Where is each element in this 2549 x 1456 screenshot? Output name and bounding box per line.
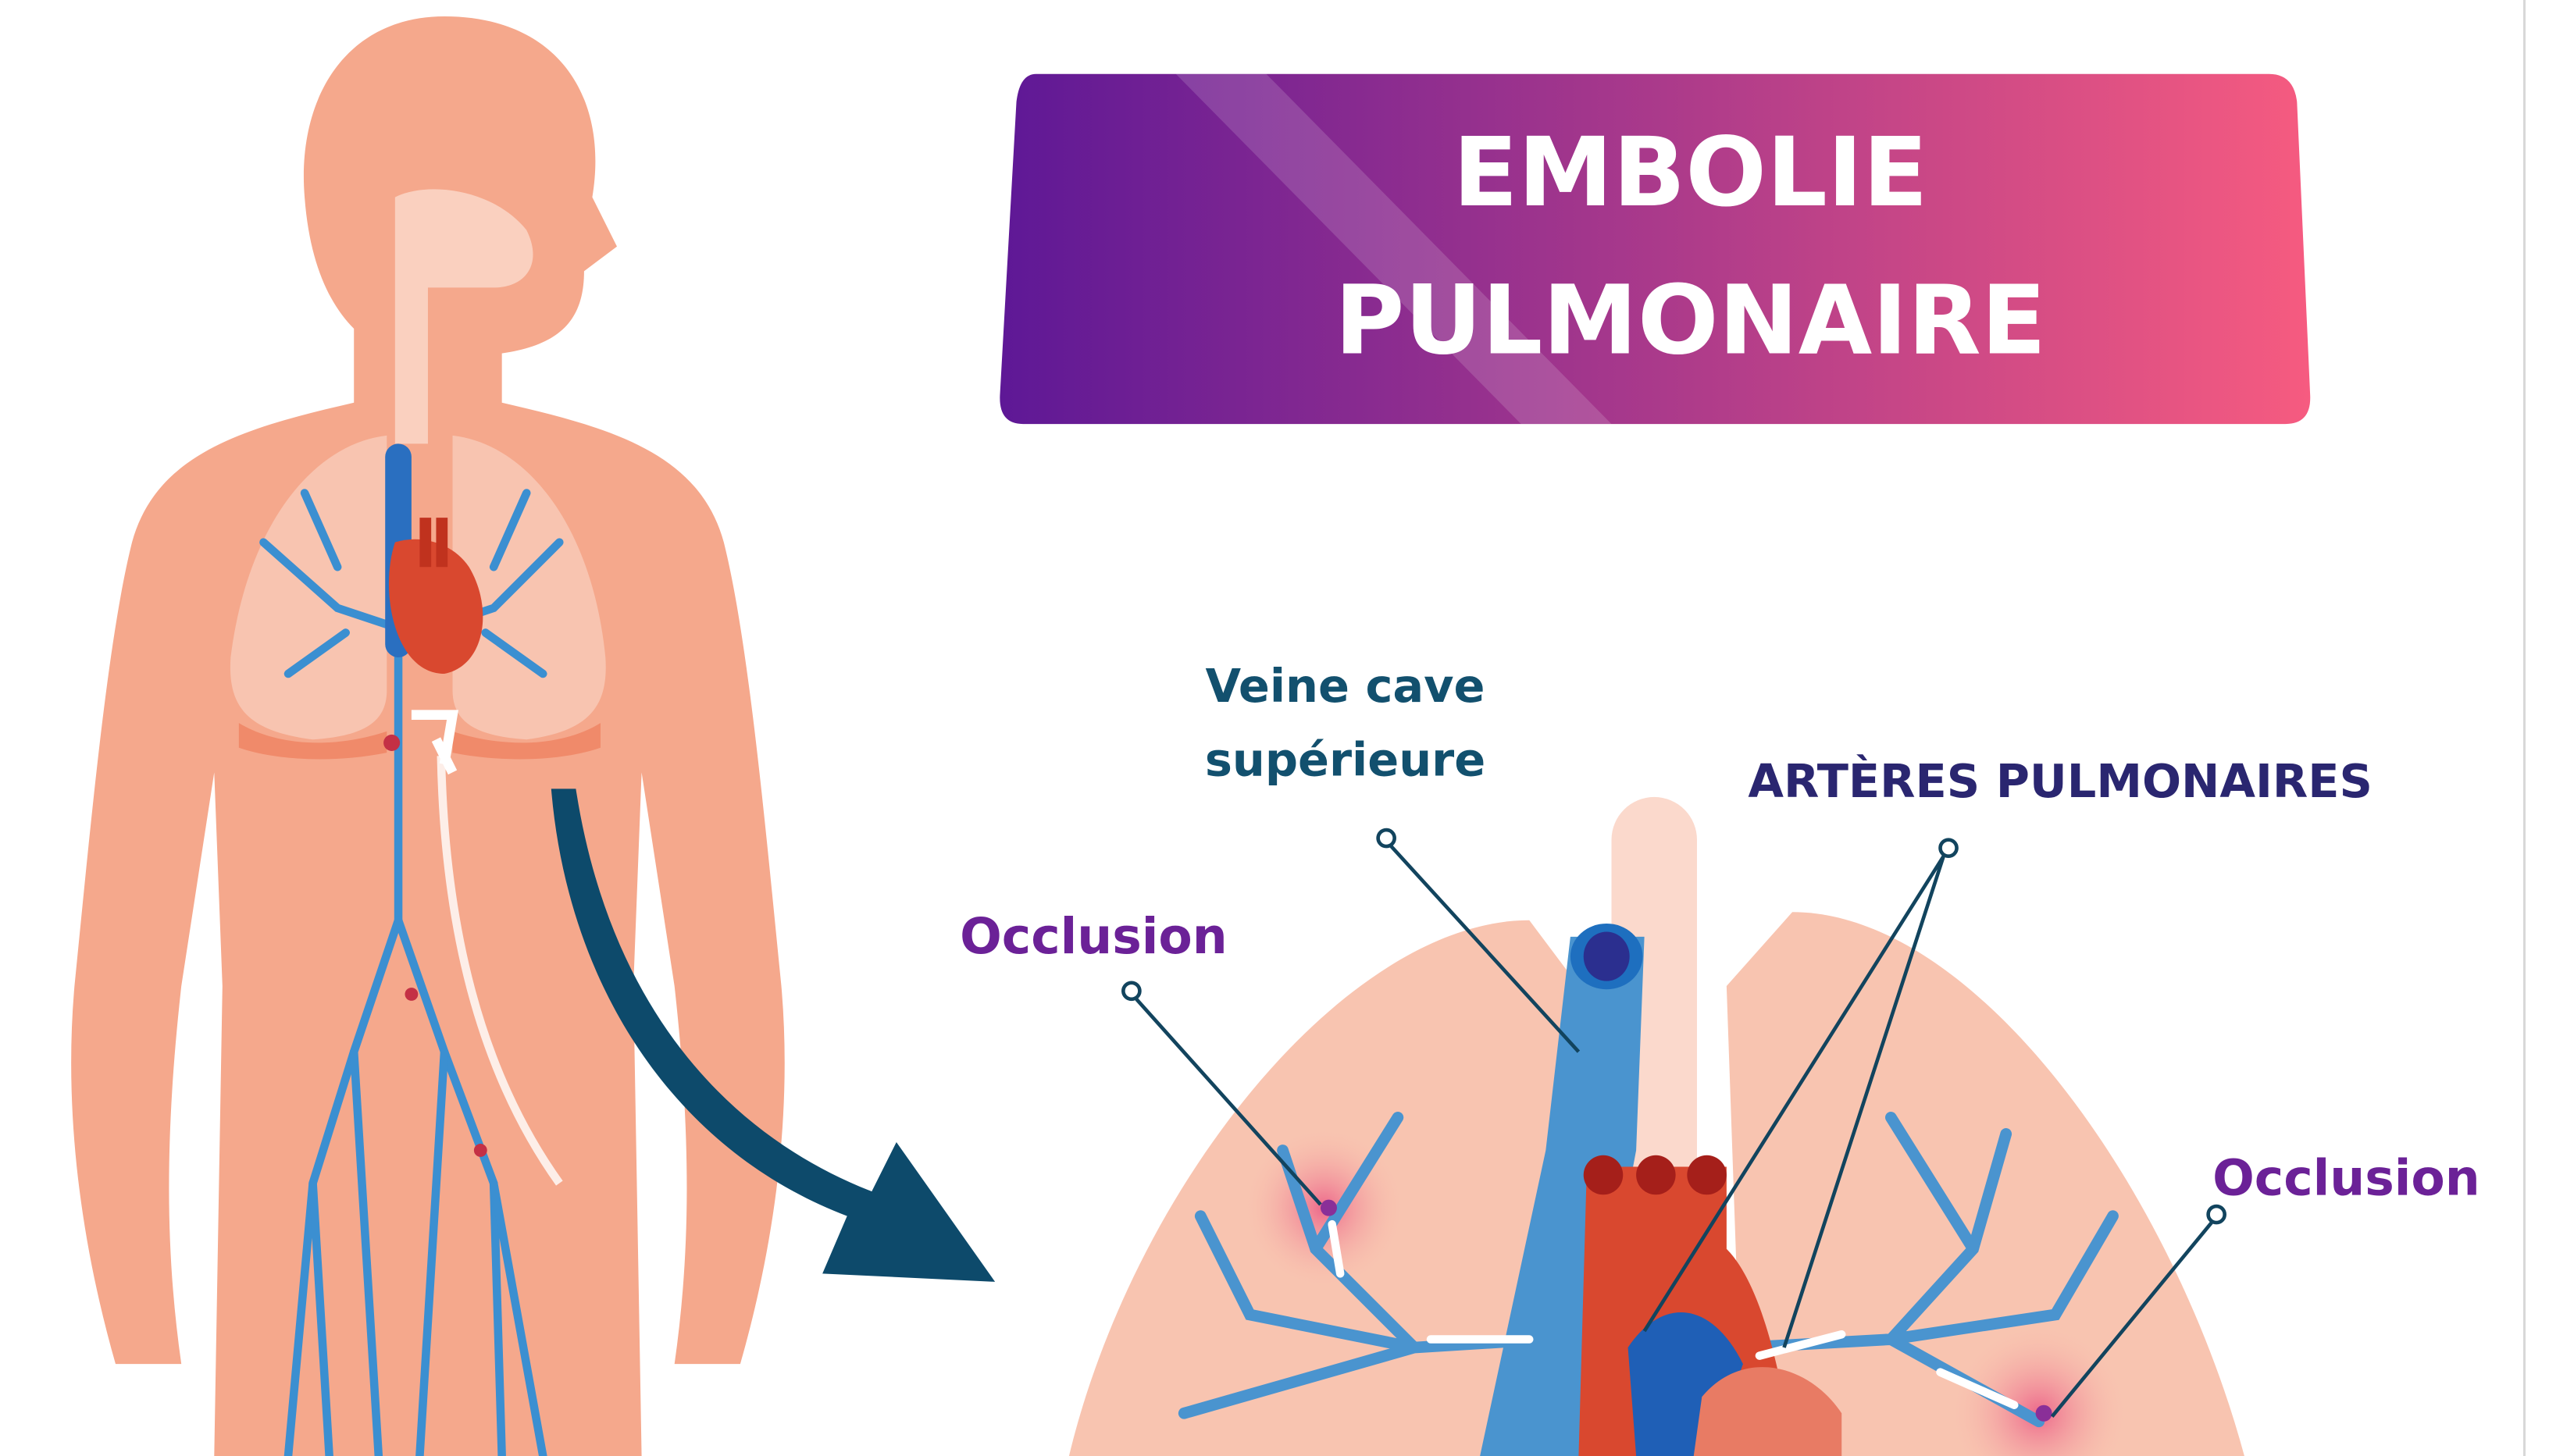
- zoom-arrow-icon: [551, 789, 996, 1282]
- label-arteres-pulmonaires: ARTÈRES PULMONAIRES: [1748, 754, 2373, 808]
- title-banner: EMBOLIE PULMONAIRE: [1000, 73, 2311, 425]
- label-veine-cave-line2: supérieure: [1205, 733, 1485, 787]
- label-occlusion-right: Occlusion: [2212, 1148, 2480, 1206]
- title-line1: EMBOLIE: [1453, 117, 1927, 228]
- title-line2: PULMONAIRE: [1335, 265, 2046, 376]
- label-veine-cave-line1: Veine cave: [1205, 659, 1485, 713]
- page-edge-divider: [2523, 0, 2526, 1456]
- callout-lines: [1121, 828, 2226, 1418]
- lungs-detail-figure: [1068, 796, 2244, 1456]
- human-body-figure: [71, 16, 785, 1456]
- label-occlusion-left: Occlusion: [960, 907, 1228, 965]
